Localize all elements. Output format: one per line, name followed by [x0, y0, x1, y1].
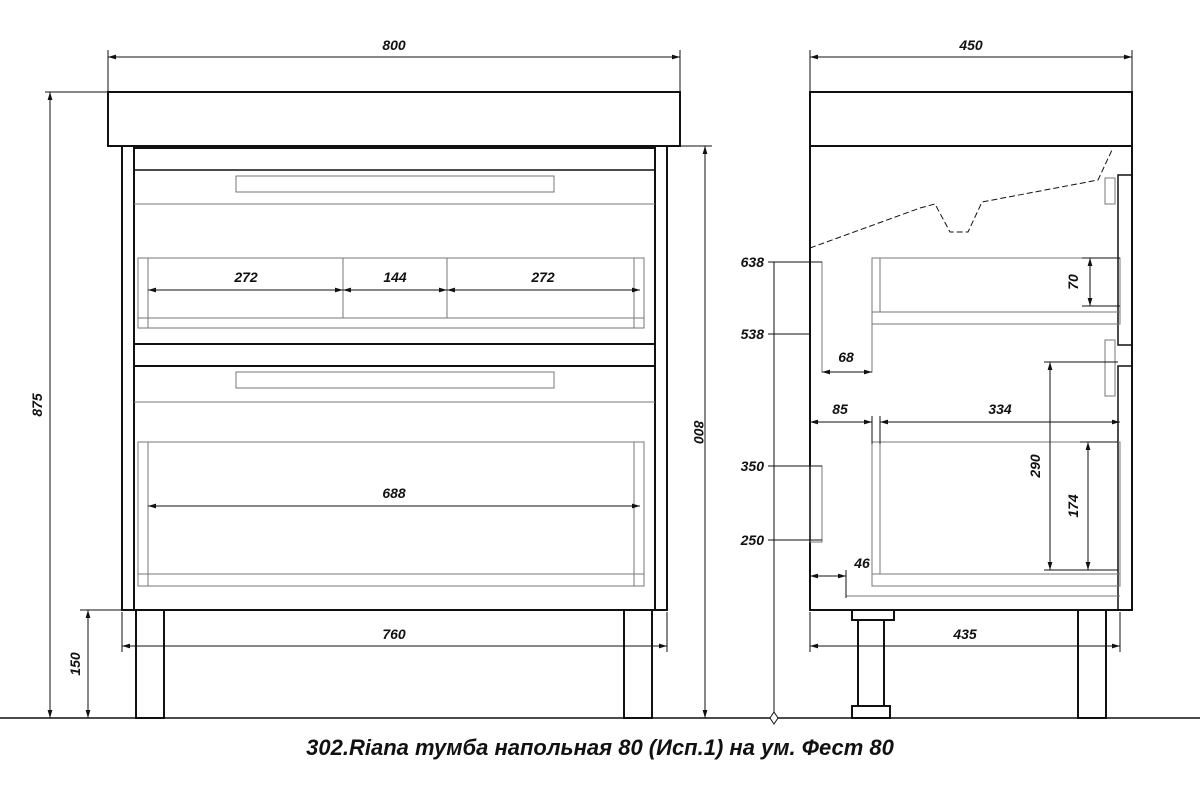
dim-total-height: 875	[29, 393, 45, 417]
dim-top-drawer-height: 70	[1065, 274, 1081, 290]
dim-inner-width: 760	[382, 626, 406, 642]
dim-body-depth: 435	[952, 626, 977, 642]
front-left-leg	[135, 609, 165, 719]
left-side-panel	[121, 145, 135, 611]
countertop	[107, 91, 681, 147]
side-countertop	[809, 91, 1133, 147]
siphon-top	[851, 609, 895, 621]
level-350: 350	[741, 458, 765, 474]
level-638: 638	[741, 254, 765, 270]
dim-bottom-drawer-height: 290	[1027, 454, 1043, 479]
right-side-panel	[654, 145, 668, 611]
drawing-title: 302.Riana тумба напольная 80 (Исп.1) на …	[306, 735, 894, 760]
dim-front-offset: 85	[832, 401, 848, 417]
side-body	[809, 145, 1133, 611]
dim-bottom-drawer-width: 688	[382, 485, 406, 501]
front-view	[107, 91, 681, 719]
dim-leg-height: 150	[67, 652, 83, 676]
middle-rail	[133, 343, 656, 367]
side-view	[809, 91, 1133, 719]
dim-cut-width: 68	[838, 349, 854, 365]
dim-drawer-right: 272	[530, 269, 555, 285]
dim-overall-depth: 450	[958, 37, 983, 53]
dim-drawer-depth: 334	[988, 401, 1012, 417]
dim-bottom-offset: 46	[853, 555, 870, 571]
dim-bottom-drawer-inner: 174	[1065, 494, 1081, 518]
side-leg	[1077, 609, 1107, 719]
level-538: 538	[741, 326, 765, 342]
upper-drawer-front	[133, 147, 656, 345]
front-right-leg	[623, 609, 653, 719]
dim-overall-width: 800	[382, 37, 406, 53]
dim-drawer-middle: 144	[383, 269, 407, 285]
level-250: 250	[740, 532, 765, 548]
siphon-pipe	[857, 619, 885, 707]
dim-body-height: 800	[691, 420, 707, 444]
dim-drawer-left: 272	[233, 269, 258, 285]
